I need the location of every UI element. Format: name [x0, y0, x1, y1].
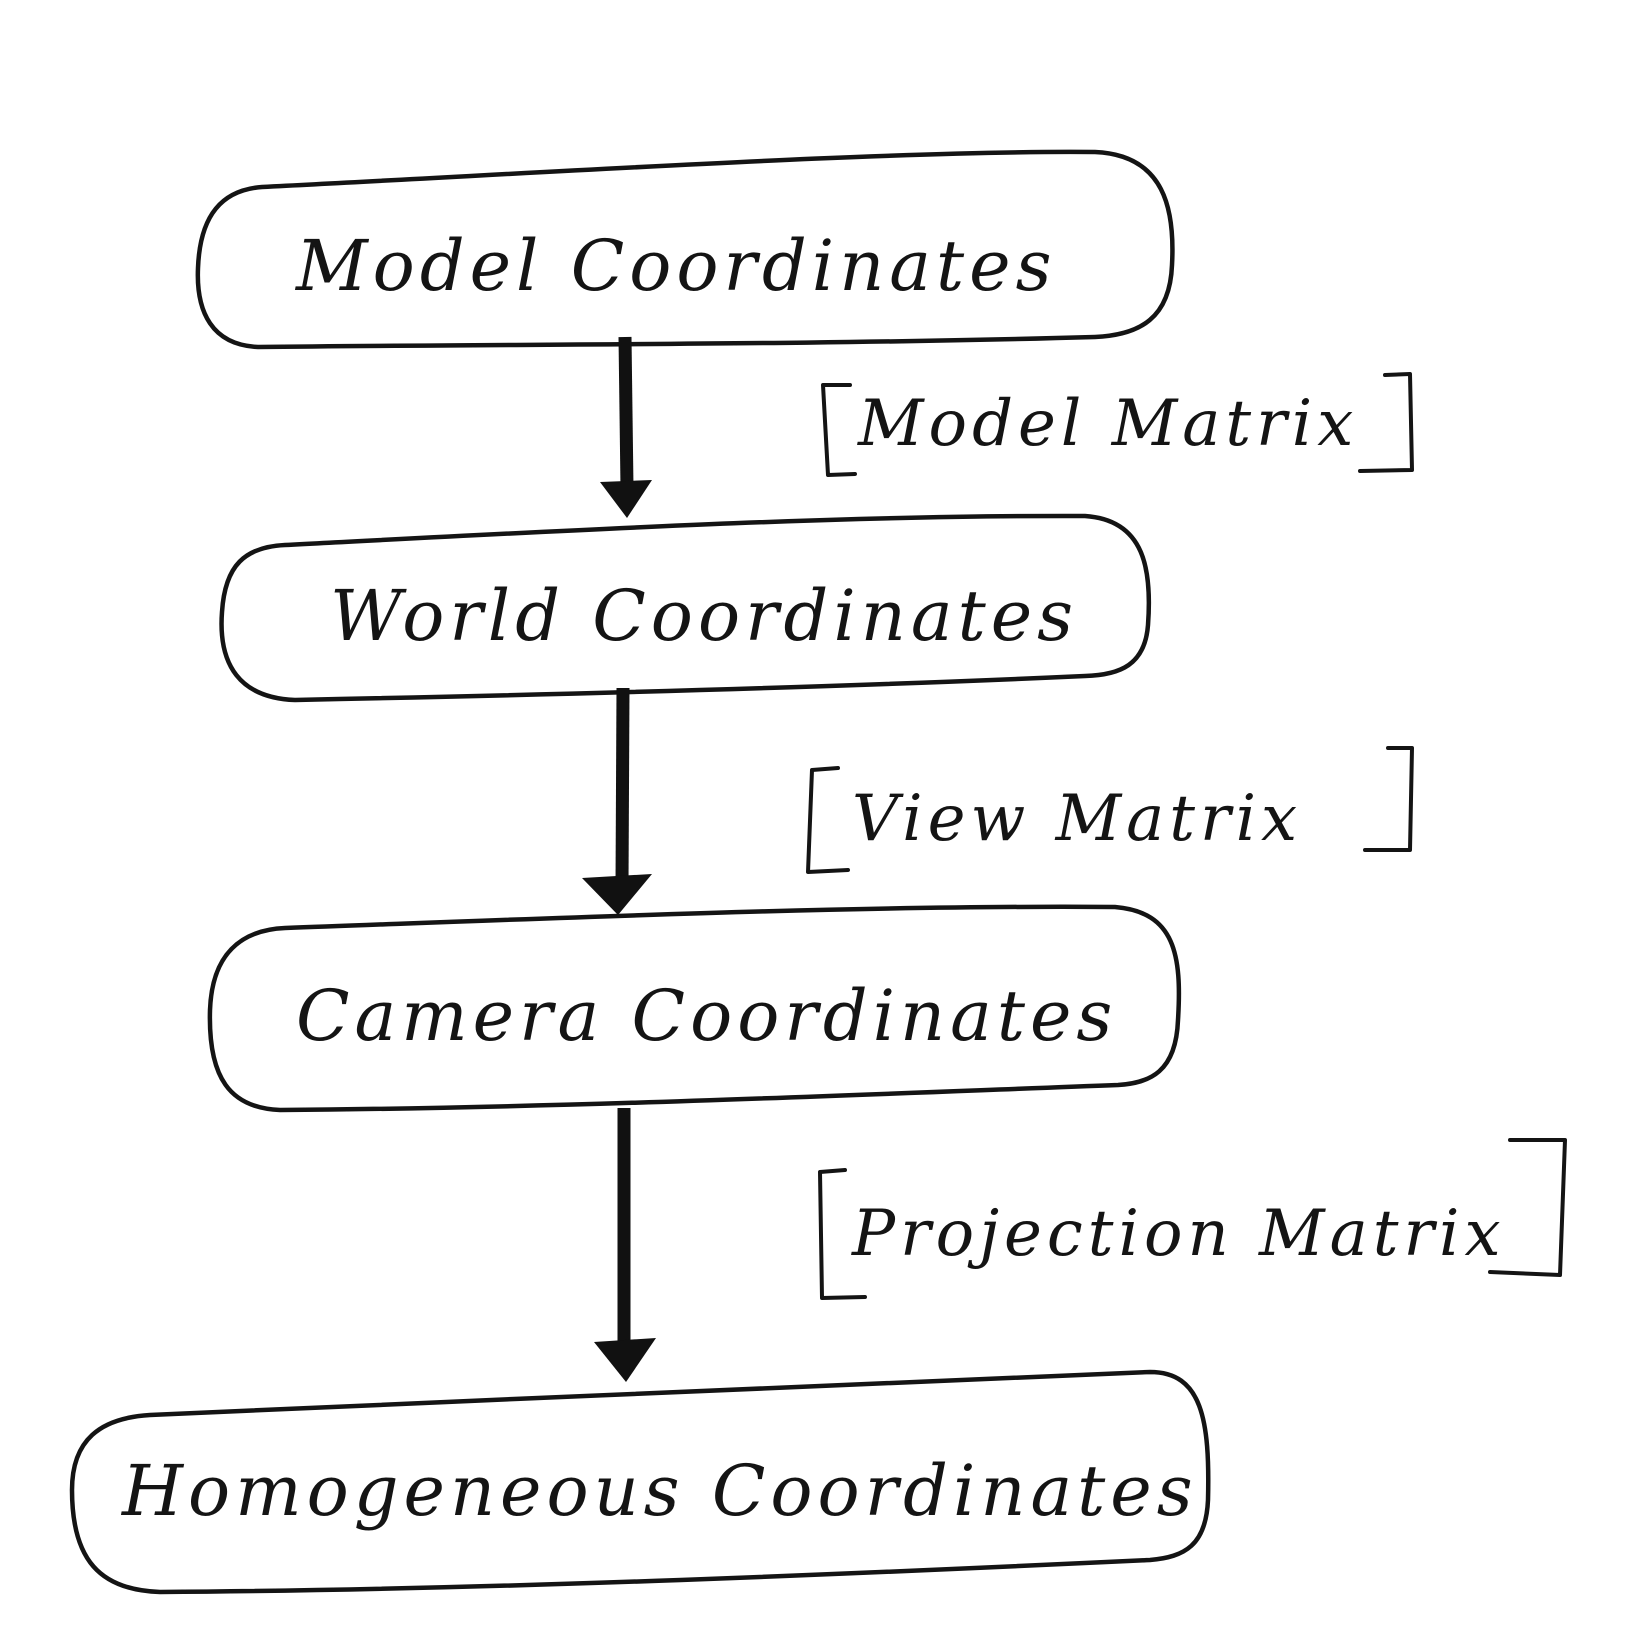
- left-bracket: [821, 383, 857, 477]
- transform-projection-matrix-label: Projection Matrix: [851, 1197, 1506, 1271]
- arrow-model-to-world-shaft: [618, 336, 634, 489]
- node-model-box: [195, 149, 1175, 350]
- node-camera: Camera Coordinates: [207, 904, 1182, 1113]
- right-bracket: [1358, 372, 1414, 473]
- node-homogeneous-label: Homogeneous Coordinates: [120, 1450, 1198, 1532]
- arrow-camera-to-homogeneous: [594, 1108, 656, 1382]
- node-camera-box: [207, 904, 1182, 1113]
- arrow-model-to-world: [600, 336, 652, 518]
- node-model: Model Coordinates: [195, 149, 1175, 350]
- arrow-camera-to-homogeneous-head: [594, 1338, 656, 1382]
- left-bracket: [818, 1168, 867, 1300]
- node-world-label: World Coordinates: [330, 575, 1078, 657]
- transform-view-matrix: View Matrix: [806, 746, 1414, 874]
- arrow-world-to-camera: [582, 687, 652, 915]
- transform-model-matrix: Model Matrix: [821, 372, 1414, 477]
- node-world: World Coordinates: [219, 513, 1152, 703]
- node-model-label: Model Coordinates: [294, 225, 1057, 307]
- transform-view-matrix-label: View Matrix: [852, 782, 1302, 856]
- arrow-world-to-camera-shaft: [615, 687, 630, 886]
- node-homogeneous: Homogeneous Coordinates: [69, 1369, 1211, 1595]
- transform-projection-matrix: Projection Matrix: [818, 1138, 1567, 1300]
- transform-model-matrix-label: Model Matrix: [857, 387, 1358, 461]
- arrow-world-to-camera-head: [582, 874, 652, 915]
- left-bracket: [806, 766, 850, 874]
- arrow-model-to-world-head: [600, 480, 652, 518]
- node-world-box: [219, 513, 1152, 703]
- right-bracket: [1363, 746, 1414, 852]
- right-bracket: [1488, 1138, 1567, 1277]
- node-homogeneous-box: [69, 1369, 1211, 1595]
- node-camera-label: Camera Coordinates: [296, 975, 1117, 1057]
